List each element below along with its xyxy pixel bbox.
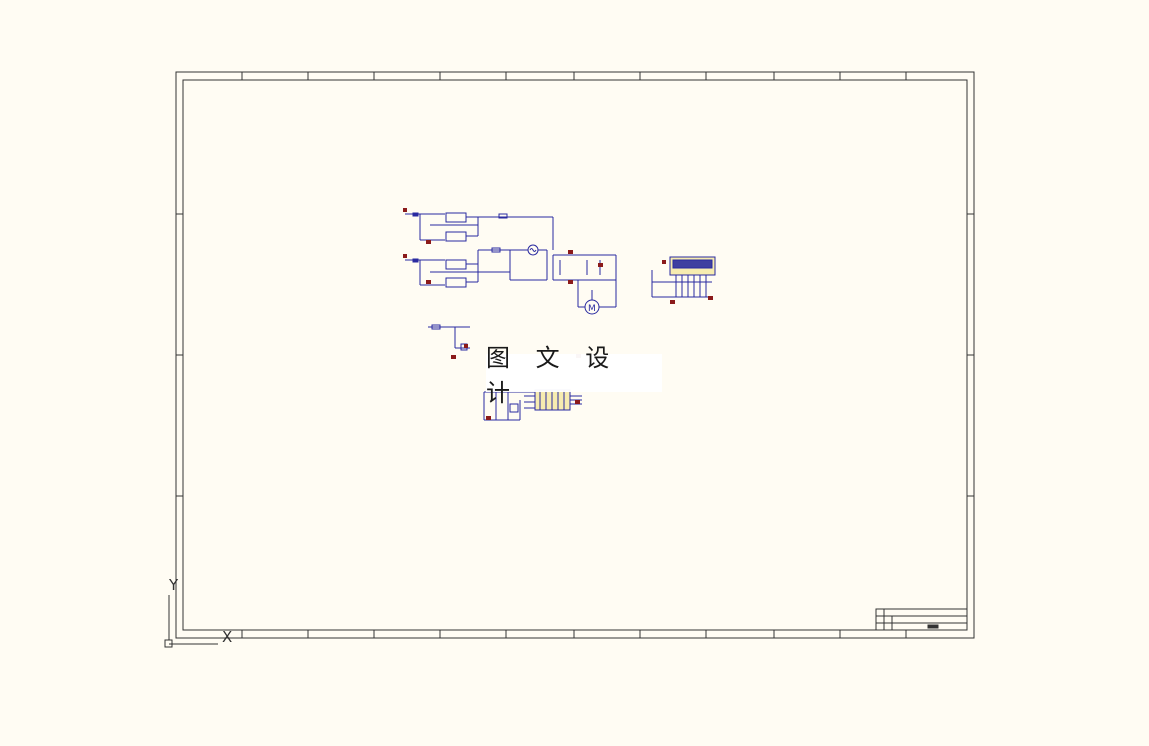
ucs-x-label: X [222,628,232,646]
ucs-y-label: Y [168,576,179,594]
circuit-block-motor-driver [552,254,617,315]
oscillator-symbol [510,244,547,256]
circuit-block-lcd [651,256,716,298]
watermark-label: 图 文 设 计 [486,344,662,407]
svg-text:M: M [588,304,596,314]
circuit-block-input-logic [405,212,554,288]
zone-ticks [176,72,974,638]
title-block [875,608,968,631]
circuit-block-sensor [428,324,470,351]
mcu-pins [539,390,565,410]
ucs-icon [164,595,218,648]
